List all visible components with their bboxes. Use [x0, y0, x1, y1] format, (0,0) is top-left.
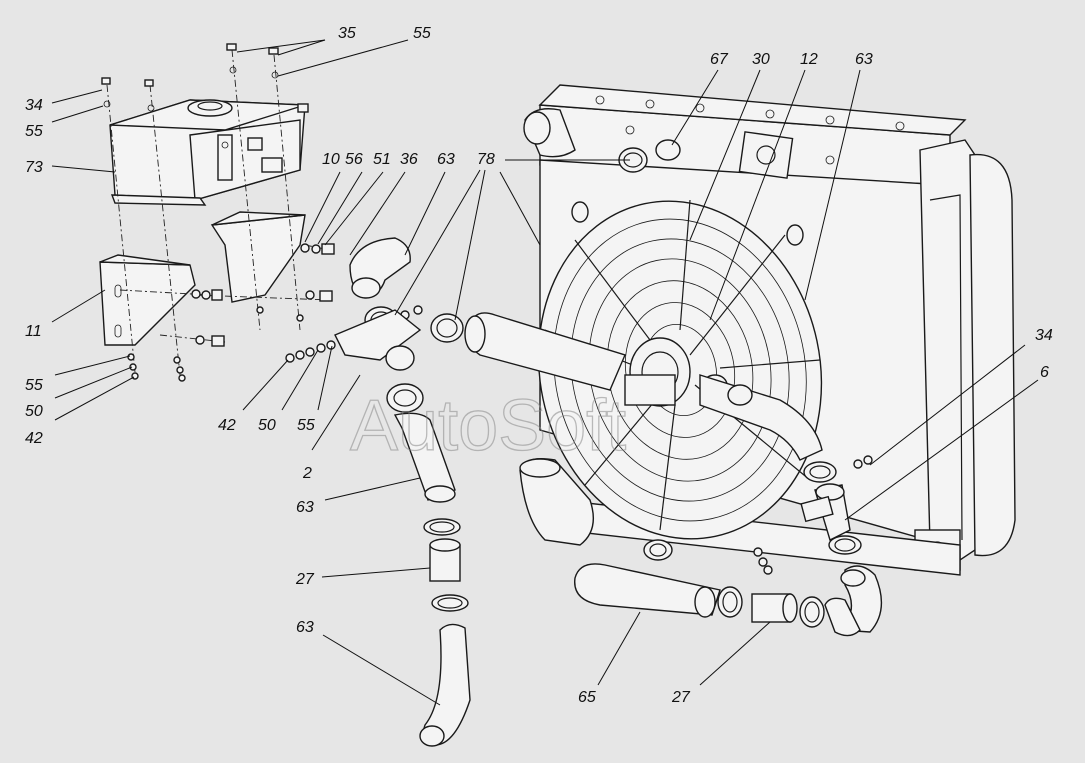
callout-35: 35 — [338, 25, 356, 42]
callout-50: 50 — [258, 417, 276, 434]
callout-42: 42 — [25, 430, 43, 447]
callout-34: 34 — [25, 97, 43, 114]
callout-67: 67 — [710, 51, 729, 68]
callout-63: 63 — [855, 51, 873, 68]
callout-6: 6 — [1040, 364, 1049, 381]
callout-55: 55 — [297, 417, 315, 434]
leader-lines — [51, 39, 1039, 706]
callout-55: 55 — [413, 25, 431, 42]
callout-56: 56 — [345, 151, 363, 168]
expansion-tank — [109, 99, 309, 206]
right-hose-set — [574, 139, 883, 637]
fasteners — [101, 43, 873, 575]
callout-55: 55 — [25, 123, 43, 140]
callout-63: 63 — [296, 619, 314, 636]
callout-10: 10 — [322, 151, 340, 168]
callout-78: 78 — [477, 151, 495, 168]
callout-63: 63 — [437, 151, 455, 168]
callout-65: 65 — [578, 689, 596, 706]
watermark-text: AutoSoft — [350, 386, 626, 466]
left-hose-set — [334, 237, 626, 747]
callout-36: 36 — [400, 151, 418, 168]
tank-bracket-front — [99, 254, 196, 346]
callout-51: 51 — [373, 151, 391, 168]
callout-50: 50 — [25, 403, 43, 420]
callout-11: 11 — [25, 323, 42, 340]
callout-12: 12 — [800, 51, 818, 68]
fan-guard — [537, 199, 823, 540]
callout-63: 63 — [296, 499, 314, 516]
callout-27: 27 — [671, 689, 691, 706]
callout-labels: 35 55 34 55 73 10 56 51 36 63 78 67 30 1… — [25, 25, 1053, 706]
tank-bracket-rear — [210, 211, 306, 303]
callout-73: 73 — [25, 159, 43, 176]
callout-2: 2 — [302, 465, 312, 482]
callout-42: 42 — [218, 417, 236, 434]
assembly-axis-lines — [106, 49, 331, 376]
callout-30: 30 — [752, 51, 770, 68]
callout-27: 27 — [295, 571, 315, 588]
callout-34: 34 — [1035, 327, 1053, 344]
callout-55: 55 — [25, 377, 43, 394]
